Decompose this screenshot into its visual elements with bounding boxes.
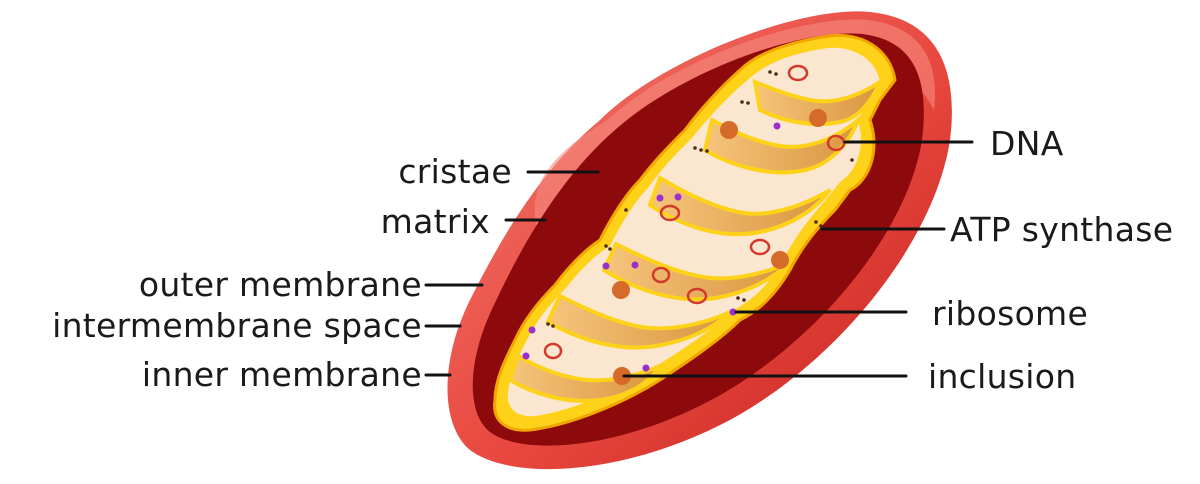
label-matrix: matrix: [381, 202, 490, 241]
label-intermembrane-space: intermembrane space: [52, 306, 422, 345]
crista-fold-4: [601, 241, 792, 302]
ribosome-dot: [773, 122, 781, 130]
dna-ring: [787, 64, 809, 82]
atp-synthase-particle: [774, 72, 778, 76]
inclusion-granule: [771, 251, 789, 269]
label-outer-membrane: outer membrane: [139, 265, 422, 304]
atp-synthase-particle: [705, 149, 709, 153]
label-cristae: cristae: [398, 152, 512, 191]
ribosome-dot: [656, 194, 664, 202]
ribosome-dot: [528, 326, 536, 334]
dna-ring: [543, 342, 563, 360]
label-ribosome: ribosome: [932, 294, 1088, 333]
crista-fold-3: [647, 175, 832, 237]
inclusion-granule: [613, 367, 631, 385]
ribosome-dot: [631, 261, 639, 269]
crista-fold-6: [507, 353, 666, 403]
ribosome-dot: [522, 352, 530, 360]
ribosome-dot: [729, 308, 737, 316]
atp-synthase-particle: [740, 100, 744, 104]
ribosome-dot: [602, 262, 610, 270]
atp-synthase-particle: [768, 70, 772, 74]
dna-ring: [651, 266, 671, 284]
atp-synthase-particle: [814, 220, 818, 224]
ribosomes: [522, 122, 781, 372]
leader-lines: [424, 140, 974, 378]
atp-synthase-particle: [819, 224, 823, 228]
inner-membrane: [493, 33, 897, 432]
dna-ring: [659, 204, 681, 222]
ribosome-dot: [642, 364, 650, 372]
atp-synthase-particle: [746, 101, 750, 105]
dna-ring: [749, 238, 771, 256]
atp-synthase-particle: [551, 324, 555, 328]
atp-synthase-particle: [624, 208, 628, 212]
atp-synthase-particle: [604, 244, 608, 248]
inclusion-granule: [612, 281, 630, 299]
label-dna: DNA: [990, 124, 1064, 163]
inclusion-granule: [809, 109, 827, 127]
crista-fold-5: [545, 293, 732, 350]
crista-fold-1: [752, 76, 885, 127]
dna-ring: [686, 287, 708, 305]
label-inner-membrane: inner membrane: [142, 355, 422, 394]
atp-synthase-particle: [850, 158, 854, 162]
atp-synthase-particles: [546, 70, 854, 328]
atp-synthase-particle: [742, 298, 746, 302]
atp-synthase-particle: [693, 146, 697, 150]
atp-synthase-particle: [736, 296, 740, 300]
atp-synthase-particle: [699, 148, 703, 152]
inclusion-granule: [720, 121, 738, 139]
label-atp-synthase: ATP synthase: [950, 210, 1173, 249]
label-inclusion: inclusion: [928, 357, 1076, 396]
crista-fold-2: [702, 113, 863, 175]
inclusions: [612, 109, 827, 385]
ribosome-dot: [674, 193, 682, 201]
atp-synthase-particle: [608, 247, 612, 251]
atp-synthase-particle: [546, 322, 550, 326]
